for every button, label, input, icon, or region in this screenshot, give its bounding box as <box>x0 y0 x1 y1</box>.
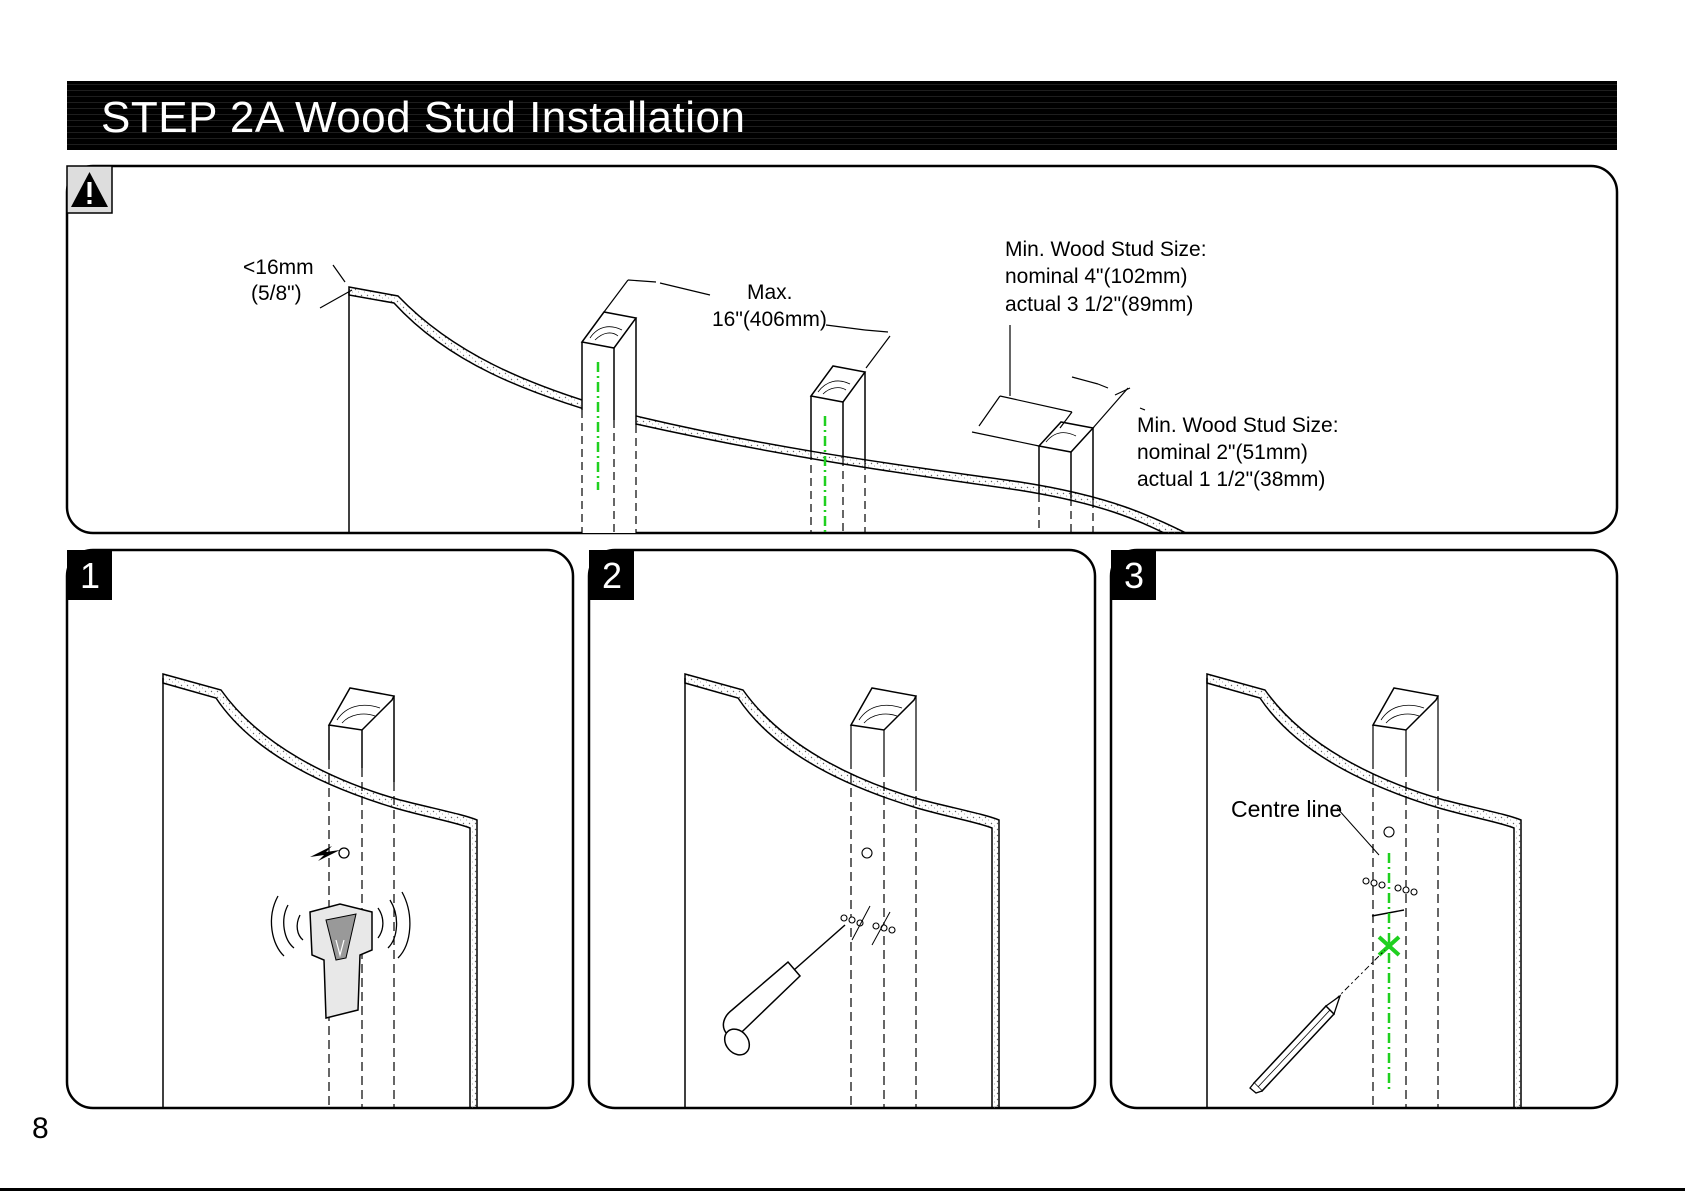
step-number: 2 <box>602 555 622 596</box>
spacing-label-value: 16"(406mm) <box>712 308 827 331</box>
page-number: 8 <box>32 1112 49 1146</box>
narrow-stud-nominal: nominal 2"(51mm) <box>1137 441 1308 464</box>
wood-stud-3 <box>1039 422 1093 540</box>
awl-tool-icon <box>720 925 845 1060</box>
step-2-panel: 2 <box>589 550 1095 1110</box>
drywall-sheet <box>1207 674 1521 1110</box>
step-number: 3 <box>1124 555 1144 596</box>
step-number: 1 <box>80 555 100 596</box>
narrow-stud-actual: actual 1 1/2"(38mm) <box>1137 468 1325 491</box>
warning-triangle-icon <box>67 166 112 213</box>
wide-stud-actual: actual 3 1/2"(89mm) <box>1005 293 1193 316</box>
wood-stud-1 <box>582 312 636 540</box>
wide-stud-size-title: Min. Wood Stud Size: <box>1005 238 1207 261</box>
narrow-stud-size-title: Min. Wood Stud Size: <box>1137 414 1339 437</box>
centre-line-marker <box>1337 808 1404 1090</box>
drywall-sheet <box>163 674 477 1110</box>
centre-line-label: Centre line <box>1231 796 1342 822</box>
nail-probe-holes <box>841 848 895 945</box>
spacing-label-max: Max. <box>747 281 793 304</box>
step-3-badge: 3 <box>1111 550 1156 600</box>
wide-stud-nominal: nominal 4"(102mm) <box>1005 265 1188 288</box>
wood-stud <box>851 688 916 1110</box>
step-3-panel: Centre line 3 <box>1111 550 1617 1110</box>
step-2-badge: 2 <box>589 550 634 600</box>
stud-finder-icon <box>271 846 409 1018</box>
wood-stud <box>329 688 394 1110</box>
wood-stud <box>1373 688 1438 1110</box>
warning-panel: <16mm (5/8") Max. 16"(406mm) Min. Wood S… <box>67 166 1617 540</box>
pencil-icon <box>1250 950 1385 1093</box>
step-1-panel: 1 <box>67 550 573 1110</box>
thickness-label-inch: (5/8") <box>251 282 302 305</box>
thickness-label-mm: <16mm <box>243 256 314 279</box>
step-1-badge: 1 <box>67 550 112 600</box>
